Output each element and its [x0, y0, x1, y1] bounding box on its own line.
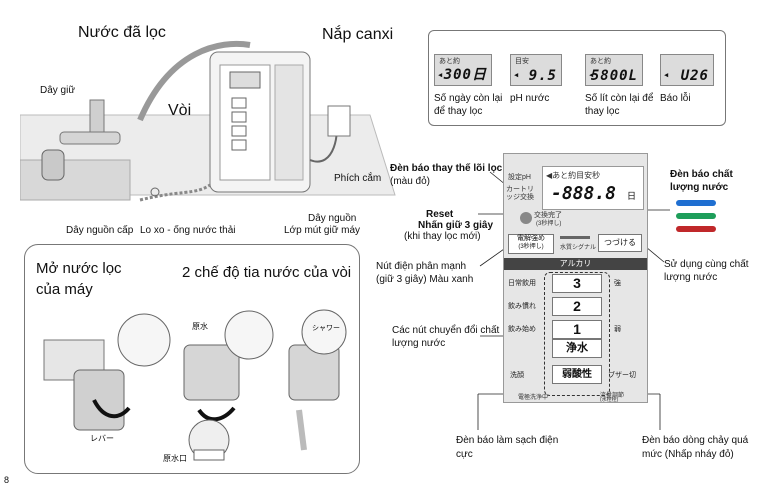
- switch-buttons-label: Các nút chuyển đổi chất lượng nước: [392, 325, 500, 349]
- panel-digits-unit: 日: [627, 191, 637, 201]
- strong-electrolysis-sub: (3秒押し): [518, 244, 544, 250]
- flow-adjust-sub: (水栓栓): [600, 397, 619, 403]
- lcd-description: Số ngày còn lại để thay lọc: [434, 93, 503, 117]
- lever-label: レバー: [90, 434, 114, 443]
- mode-button-2[interactable]: 2: [552, 297, 602, 316]
- lcd-caption: 目安: [515, 58, 529, 65]
- lcd-arrow-icon: ◀: [664, 71, 669, 79]
- lcd-examples-box: [428, 30, 726, 126]
- lcd-caption: あと約: [590, 58, 611, 65]
- strong-electrolysis-label: 電解強め: [517, 235, 545, 242]
- usage-box: [24, 244, 360, 474]
- lcd-description: pH nước: [510, 93, 550, 104]
- continuous-use-label: Sử dụng cùng chất lượng nước: [664, 259, 749, 283]
- control-panel: 設定pH カートリッジ交換 ◀あと約目安秒 -888.8 日 交換完了 (3秒押…: [503, 153, 648, 403]
- electrolysis-button-sub: (giữ 3 giây) Màu xanh: [376, 274, 474, 285]
- power-plug-label: Phích cắm: [334, 173, 382, 184]
- electrode-clean-label: 電極洗浄中: [518, 395, 549, 401]
- foot-pad-label: Lớp mút giữ máy: [284, 225, 361, 236]
- power-cord-label: Dây nguồn: [308, 213, 357, 224]
- lcd-arrow-icon: ◀: [514, 71, 519, 79]
- lcd-example-1: ◀ あと約 300日: [434, 54, 492, 86]
- mode-row-label: 日常飲用: [508, 280, 536, 287]
- modes-title: 2 chế độ tia nước của vòi: [182, 264, 352, 281]
- lcd-caption: あと約: [439, 58, 460, 65]
- lcd-example-4: ◀ U26: [660, 54, 714, 86]
- panel-display: ◀あと約目安秒 -888.8 日: [542, 166, 644, 210]
- wash-label: 洗顔: [510, 372, 524, 379]
- quality-light-blue: [676, 200, 716, 206]
- lcd-example-3: ◀ あと約 5800L: [585, 54, 643, 86]
- lcd-value: 5800L: [590, 68, 638, 84]
- page-number: 8: [4, 475, 10, 485]
- mode-button-group: [544, 272, 610, 396]
- exchange-done-sub: (3秒押し): [536, 221, 562, 227]
- lcd-value: U26: [680, 68, 709, 84]
- faucet-mode-illustrations: [43, 309, 347, 461]
- remaining-label: ◀あと約目安秒: [546, 171, 601, 180]
- open-water-title: Mở nước lọc của máy: [36, 260, 122, 298]
- quality-light-label: Đèn báo chất lượng nước: [670, 169, 733, 193]
- quality-light-red: [676, 226, 716, 232]
- faucet-label: Vòi: [168, 102, 192, 119]
- reset-sub-label: (khi thay lọc mới): [404, 231, 481, 242]
- exchange-done-label: 交換完了: [534, 212, 562, 219]
- mode-a-label: 原水: [192, 322, 208, 331]
- flow-adjust-label: 流量調節: [600, 393, 625, 399]
- panel-digits: -888.8: [551, 183, 617, 204]
- setting-ph-label: 設定pH: [508, 174, 531, 181]
- mode-strength-label: 弱: [614, 326, 621, 333]
- nozzle-label: 原水口: [163, 454, 187, 463]
- electrolysis-button-label: Nút điện phân mạnh: [376, 261, 467, 272]
- lcd-arrow-icon: ◀: [438, 71, 443, 79]
- alkali-bar: アルカリ: [504, 258, 647, 270]
- mode-button-3[interactable]: 3: [552, 274, 602, 293]
- signal-label: 水質シグナル: [560, 245, 597, 251]
- lcd-value: 9.5: [528, 68, 557, 84]
- quality-light-green: [676, 213, 716, 219]
- mode-strength-label: 強: [614, 280, 621, 287]
- buzzer-label: ブザー切: [608, 372, 636, 379]
- signal-bar: [560, 236, 590, 239]
- filter-indicator-label: Đèn báo thay thế lõi lọc: [390, 163, 503, 174]
- strong-electrolysis-button[interactable]: 電解強め (3秒押し): [508, 234, 554, 254]
- lcd-value: 300日: [443, 67, 487, 83]
- cleaning-light-label: Đèn báo làm sạch điện cực: [456, 435, 559, 460]
- mode-row-label: 飲み慣れ: [508, 303, 536, 310]
- lcd-description: Báo lỗi: [660, 93, 691, 104]
- lcd-description: Số lít còn lại để thay lọc: [585, 93, 654, 117]
- overflow-light-label: Đèn báo dòng chảy quá mức (Nhấp nháy đỏ): [642, 435, 749, 460]
- holder-label: Dây giữ: [40, 85, 76, 96]
- filtered-water-label: Nước đã lọc: [78, 24, 166, 41]
- filter-indicator-sub: (màu đỏ): [390, 176, 431, 187]
- lcd-example-2: ◀ 目安 9.5: [510, 54, 562, 86]
- mode-b-label: シャワー: [312, 325, 340, 332]
- calcium-lid-label: Nắp canxi: [322, 26, 394, 43]
- mode-button-1[interactable]: 1: [552, 320, 602, 339]
- reset-button[interactable]: [520, 212, 532, 224]
- acidic-button[interactable]: 弱酸性: [552, 365, 602, 384]
- supply-hose-label: Dây nguồn cấp: [66, 225, 134, 236]
- lcd-arrow-icon: ◀: [589, 71, 594, 79]
- reset-label: Reset: [426, 209, 454, 220]
- reset-hold-label: Nhấn giữ 3 giây: [418, 220, 494, 231]
- drain-spring-label: Lo xo - ống nước thải: [140, 225, 236, 236]
- mode-row-label: 飲み始め: [508, 326, 536, 333]
- cartridge-label: カートリッジ交換: [506, 186, 534, 201]
- pure-water-button[interactable]: 浄水: [552, 339, 602, 358]
- device-illustration: [20, 40, 396, 202]
- continue-button[interactable]: つづける: [598, 234, 642, 252]
